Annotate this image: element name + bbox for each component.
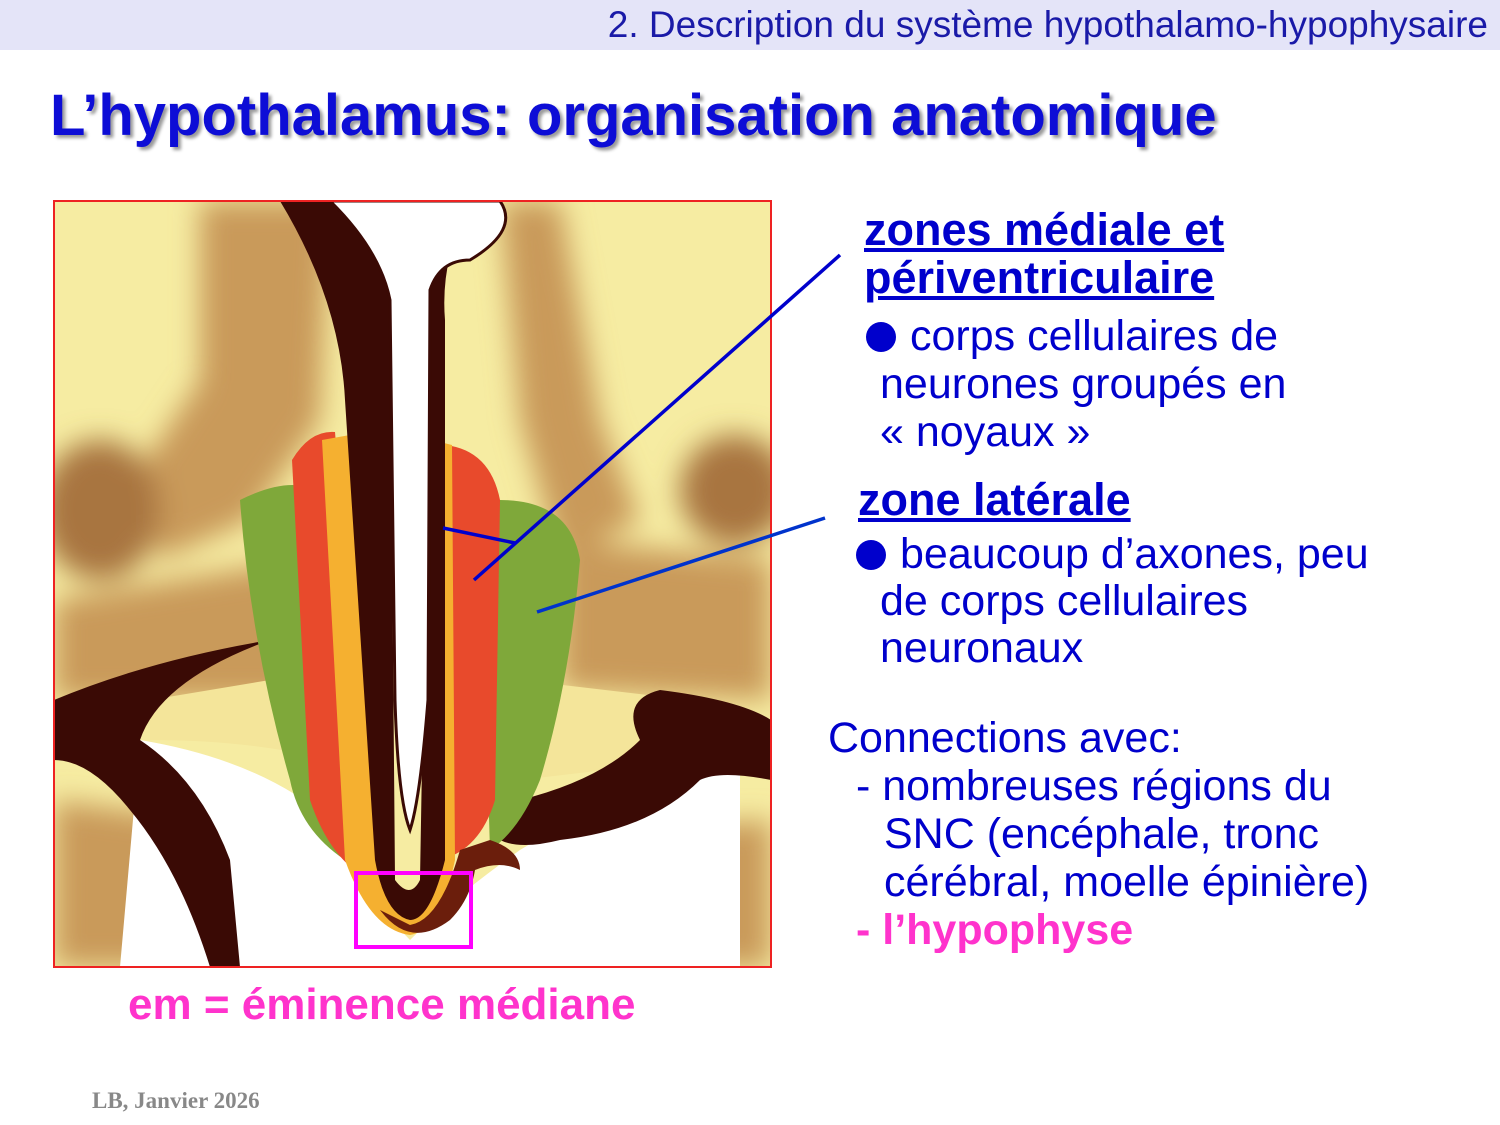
- connections-item1-line1: - nombreuses régions du: [856, 762, 1332, 810]
- slide-title: L’hypothalamus: organisation anatomique: [50, 83, 1217, 148]
- medial-body-line2: neurones groupés en: [880, 360, 1287, 408]
- medial-heading-line2: périventriculaire: [864, 252, 1215, 303]
- lateral-body-line2: de corps cellulaires: [880, 577, 1249, 625]
- median-eminence-box: [354, 871, 473, 949]
- medial-body-line1: corps cellulaires de: [866, 312, 1278, 360]
- lateral-body-text: beaucoup d’axones, peu: [900, 530, 1369, 578]
- connections-item1-line3: cérébral, moelle épinière): [884, 858, 1370, 906]
- lateral-body-line3: neuronaux: [880, 624, 1084, 672]
- lateral-heading: zone latérale: [858, 474, 1131, 525]
- periventricular-zone: [322, 435, 455, 935]
- connections-heading: Connections avec:: [828, 714, 1182, 762]
- pointer-line-periventricular: [442, 526, 516, 545]
- connections-item2: - l’hypophyse: [856, 906, 1134, 954]
- bullet-icon: [866, 322, 896, 352]
- section-title: 2. Description du système hypothalamo-hy…: [607, 4, 1488, 45]
- figure-caption: em = éminence médiane: [128, 980, 636, 1029]
- medial-zone-right: [440, 445, 500, 860]
- pointer-line-medial: [472, 253, 842, 582]
- medial-body-line3: « noyaux »: [880, 408, 1091, 456]
- third-ventricle: [327, 201, 508, 835]
- lateral-zone-right: [480, 500, 580, 850]
- figure-border: [53, 200, 772, 968]
- section-header-band: [0, 0, 1500, 50]
- lateral-body-line1: beaucoup d’axones, peu: [856, 530, 1369, 578]
- medial-heading-line1: zones médiale et: [864, 204, 1225, 255]
- connections-item1-line2: SNC (encéphale, tronc: [884, 810, 1319, 858]
- footer: LB, Janvier 2026: [92, 1088, 260, 1113]
- medial-body-text: corps cellulaires de: [910, 312, 1279, 360]
- bullet-icon: [856, 540, 886, 570]
- pointer-line-lateral: [536, 516, 826, 614]
